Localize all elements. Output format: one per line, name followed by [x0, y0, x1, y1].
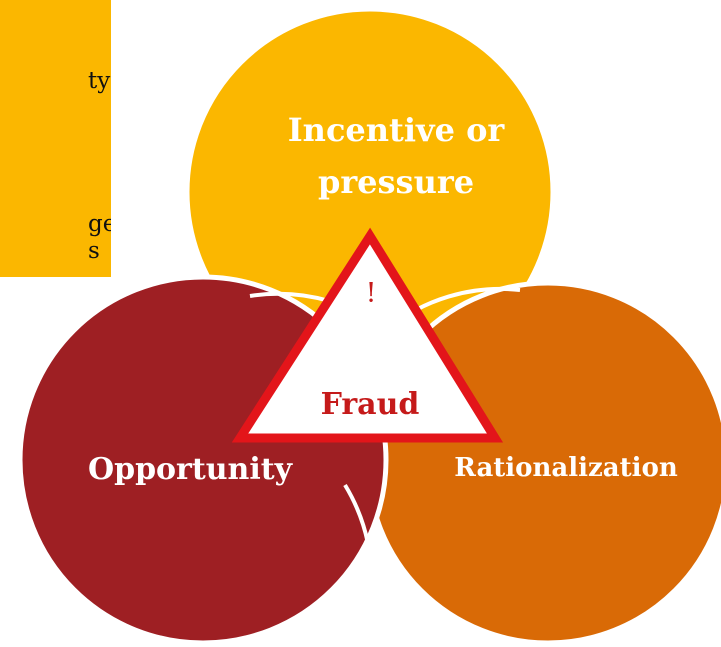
label-opportunity: Opportunity: [88, 452, 294, 487]
note-line-2: gets: [88, 211, 111, 237]
note-line-1: ty or: [88, 68, 111, 94]
warning-triangle-icon: [231, 227, 504, 443]
partial-note-box: ty or gets s: [0, 0, 111, 277]
overlap-outline-left-right: [343, 483, 374, 606]
label-incentive-line-1: Incentive or: [288, 111, 506, 149]
label-fraud: Fraud: [321, 387, 420, 422]
label-rationalization: Rationalization: [454, 453, 678, 483]
label-incentive-line-2: pressure: [318, 163, 474, 201]
alert-mark-icon: !: [366, 278, 377, 309]
note-line-3: s: [88, 238, 100, 264]
